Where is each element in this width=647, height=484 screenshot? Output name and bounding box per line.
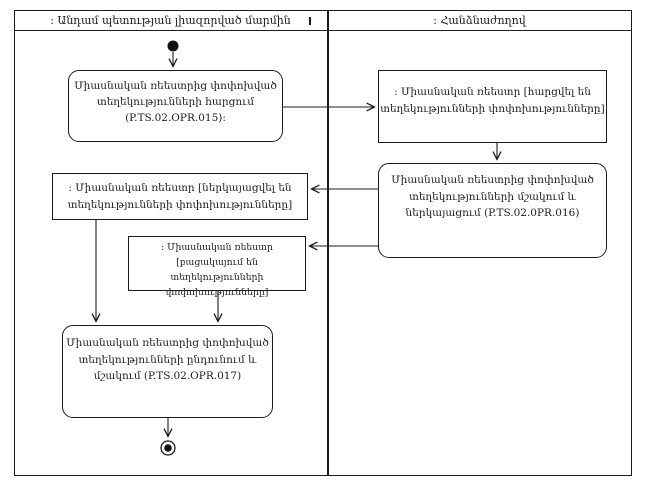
swimlane-divider: [327, 10, 329, 476]
activity-label-line: ներկայացում (P.TS.02.0PR.016): [405, 207, 580, 219]
object-node-register-absent: : Միասնական ռեեստր [բացակայում են տեղեկո…: [128, 236, 306, 298]
activity-label-line: տեղեկությունների ընդունում և: [78, 353, 257, 366]
swimlane-header-commission: : Հանձնաժողով: [327, 10, 632, 31]
swimlane-header-member-state: : Անդամ պետության լիազորված մարմին: [14, 10, 327, 31]
swimlane-title-commission: : Հանձնաժողով: [433, 14, 526, 27]
object-label-line: տեղեկությունների փոփոխությունները]: [165, 272, 269, 298]
object-label-line: : Միասնական ռեեստր [հարցվել են: [394, 86, 591, 98]
activity-label-line: տեղեկությունների մշակում և: [409, 190, 576, 203]
activity-label-line: Միասնական ռեեստրից փոփոխված: [391, 174, 594, 186]
activity-process-present-changed-info: Միասնական ռեեստրից փոփոխված տեղեկություն…: [378, 163, 607, 258]
activity-request-changed-info: Միասնական ռեեստրից փոփոխված տեղեկություն…: [68, 70, 283, 142]
object-label-line: տեղեկությունների փոփոխությունները]: [67, 198, 293, 211]
object-node-register-presented: : Միասնական ռեեստր [ներկայացվել են տեղեկ…: [52, 173, 308, 220]
vertical-tick-icon: [309, 17, 311, 25]
activity-label-line: տեղեկությունների հարցում: [96, 96, 255, 108]
swimlane-header-row: : Անդամ պետության լիազորված մարմին : Հան…: [14, 10, 632, 31]
activity-receive-process-changed-info: Միասնական ռեեստրից փոփոխված տեղեկություն…: [62, 325, 273, 418]
object-label-line: : Միասնական ռեեստր [բացակայում են: [161, 242, 273, 268]
object-label-line: տեղեկությունների փոփոխությունները]: [380, 103, 605, 115]
swimlane-title-member-state: : Անդամ պետության լիազորված մարմին: [50, 14, 291, 27]
object-node-register-requested: : Միասնական ռեեստր [հարցվել են տեղեկությ…: [378, 70, 607, 143]
activity-label-line: (P.TS.02.OPR.015):: [125, 112, 226, 124]
activity-label-line: Միասնական ռեեստրից փոփոխված: [66, 337, 269, 349]
activity-label-line: մշակում (P.TS.02.OPR.017): [93, 370, 242, 382]
activity-label-line: Միասնական ռեեստրից փոփոխված: [74, 80, 277, 92]
object-label-line: : Միասնական ռեեստր [ներկայացվել են: [68, 182, 292, 194]
